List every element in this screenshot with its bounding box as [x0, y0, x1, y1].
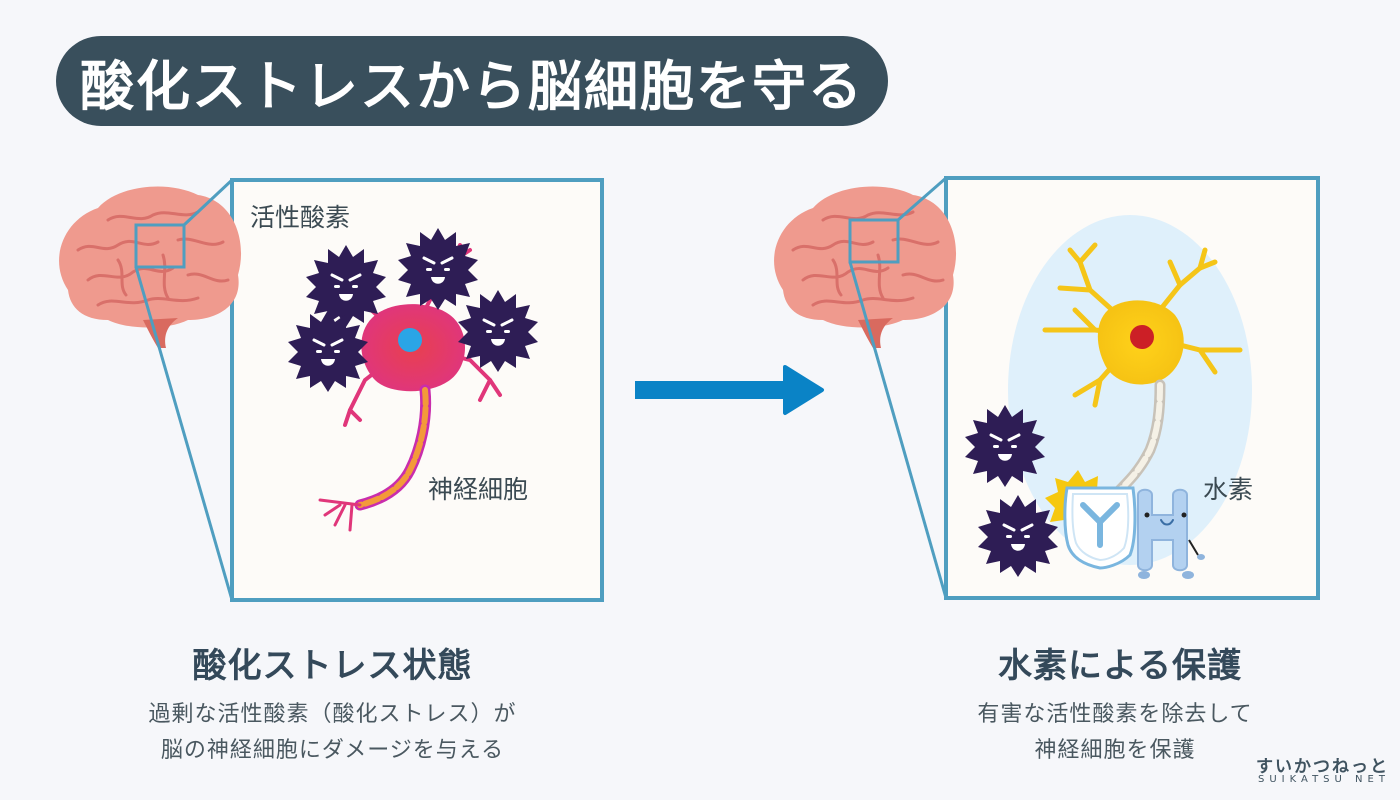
- title-banner: 酸化ストレスから脳細胞を守る: [56, 36, 888, 126]
- left-caption-line1: 過剰な活性酸素（酸化ストレス）が: [148, 702, 517, 727]
- right-caption-title: 水素による保護: [998, 646, 1242, 686]
- page-title: 酸化ストレスから脳細胞を守る: [80, 54, 864, 118]
- left-caption-title: 酸化ストレス状態: [192, 646, 473, 686]
- right-caption-line2: 神経細胞を保護: [1034, 738, 1196, 763]
- hydrogen-character-icon: [1137, 488, 1205, 579]
- site-logo-en: SUIKATSU NET: [1258, 774, 1390, 785]
- ros-molecule: [396, 226, 480, 312]
- label-neuron: 神経細胞: [428, 475, 529, 504]
- antibody-shield-icon: [1063, 486, 1137, 570]
- zoom-region-right: [848, 218, 900, 264]
- healthy-neuron: [1042, 242, 1243, 501]
- zoom-region-left: [134, 223, 186, 269]
- ros-molecule: [286, 308, 370, 394]
- brain-illustration-right: [772, 184, 958, 350]
- left-caption-line2: 脳の神経細胞にダメージを与える: [160, 738, 505, 763]
- right-caption-line1: 有害な活性酸素を除去して: [977, 702, 1253, 727]
- damaged-neuron: [318, 243, 502, 532]
- site-logo-jp: すいかつねっと: [1256, 757, 1389, 777]
- label-reactive-oxygen: 活性酸素: [250, 203, 351, 232]
- protection-bubble: [1008, 215, 1252, 565]
- label-hydrogen: 水素: [1203, 475, 1254, 504]
- transition-arrow-icon: [635, 365, 824, 415]
